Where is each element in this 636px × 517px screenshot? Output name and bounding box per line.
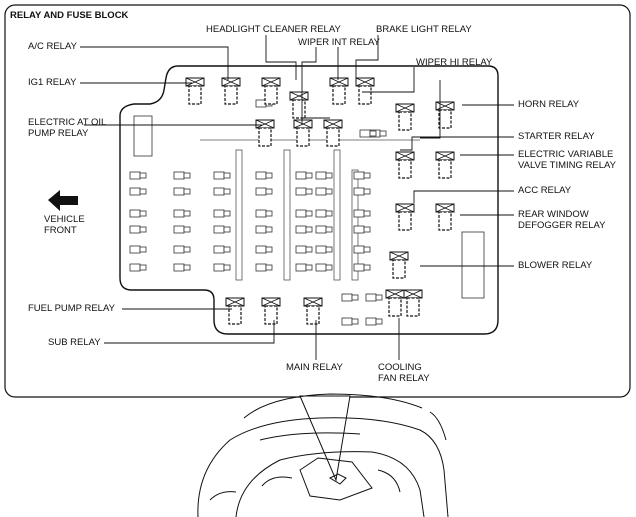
brake-light-relay-label: BRAKE LIGHT RELAY [376,24,472,35]
relay [261,77,281,105]
relay [261,297,281,325]
relay [355,77,375,105]
relay [435,151,455,179]
spare-slot [461,231,485,299]
fuse [173,171,191,180]
relay [293,119,313,147]
starter-relay-label: STARTER RELAY [518,131,595,142]
relay [395,151,415,179]
fuse [315,209,333,218]
fuse [295,225,313,234]
fuse [353,209,371,218]
relay [395,203,415,231]
fuse [353,225,371,234]
spare-slot [133,115,153,157]
fuse [213,225,231,234]
fuse [315,263,333,272]
acc-relay-label: ACC RELAY [518,185,572,196]
electric-variable-valve-timing-relay-label: ELECTRIC VARIABLE VALVE TIMING RELAY [518,149,617,171]
fuse [315,171,333,180]
callout-pointer [299,395,351,482]
fuse [353,187,371,196]
horn-relay-label: HORN RELAY [518,99,580,110]
rear-window-defogger-relay-label: REAR WINDOW DEFOGGER RELAY [518,209,606,231]
fuse [353,171,371,180]
relay [185,77,205,105]
relay-group [185,77,455,325]
fuse-block-outline [119,65,499,335]
fuse [315,187,333,196]
fuse [255,245,273,254]
fuse [365,293,383,302]
fuse [255,171,273,180]
relay [225,297,245,325]
fuse [359,129,377,138]
fuse [173,187,191,196]
fuse [129,245,147,254]
fuse [213,245,231,254]
relay [403,289,423,317]
fuse [365,317,383,326]
relay [435,203,455,231]
fuse [315,225,333,234]
relay [221,77,241,105]
fuse [213,171,231,180]
fuse [295,187,313,196]
fuse [295,209,313,218]
fuse [173,263,191,272]
blower-relay-label: BLOWER RELAY [518,260,593,271]
bus-strips [200,139,420,281]
relay [323,119,343,147]
fuse [295,171,313,180]
fuse [173,245,191,254]
fuse-grid [129,99,387,326]
vehicle-front-label: VEHICLE FRONT [44,214,85,236]
wiper-int-relay-label: WIPER INT RELAY [298,37,380,48]
relay [303,297,323,325]
leader-lines [80,35,514,360]
relay [389,251,409,279]
page-title: RELAY AND FUSE BLOCK [10,10,129,21]
fuse [173,225,191,234]
fuse [213,187,231,196]
cooling-fan-relay-label: COOLING FAN RELAY [378,362,430,384]
fuse [255,187,273,196]
sub-relay-label: SUB RELAY [48,337,101,348]
relay [255,119,275,147]
fuse [173,209,191,218]
fuse [295,245,313,254]
fuse [213,263,231,272]
fuse [353,245,371,254]
relay [289,91,309,119]
main-relay-label: MAIN RELAY [286,362,343,373]
relay [329,77,349,105]
fuse [255,263,273,272]
fuse [129,209,147,218]
ig1-relay-label: IG1 RELAY [28,77,77,88]
fuse [129,187,147,196]
relay [435,101,455,129]
fuse [315,245,333,254]
vehicle-front-arrow-icon [48,190,78,211]
car-illustration [197,393,449,517]
headlight-cleaner-relay-label: HEADLIGHT CLEANER RELAY [206,24,341,35]
fuse [341,317,359,326]
relay [395,103,415,131]
relay [385,289,405,317]
electric-at-oil-pump-relay-label: ELECTRIC AT OIL PUMP RELAY [28,117,107,139]
fuse [295,263,313,272]
fuse [213,209,231,218]
fuse [255,209,273,218]
fuse [353,263,371,272]
fuse [129,171,147,180]
fuse [129,263,147,272]
ac-relay-label: A/C RELAY [28,41,77,52]
fuse [129,225,147,234]
fuse [341,293,359,302]
wiper-hi-relay-label: WIPER HI RELAY [416,57,493,68]
fuel-pump-relay-label: FUEL PUMP RELAY [28,303,115,314]
fuse [255,225,273,234]
